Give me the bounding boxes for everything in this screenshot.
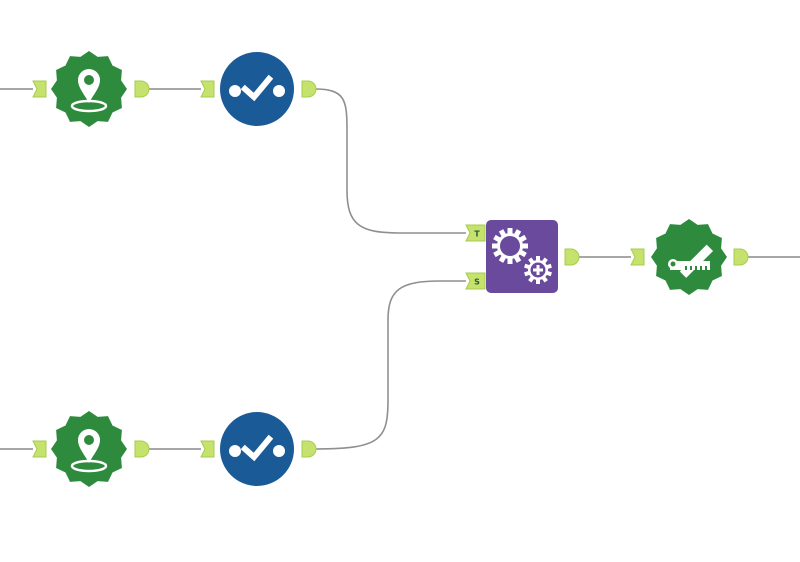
input-anchor[interactable]: [630, 248, 645, 266]
input-anchor[interactable]: [32, 440, 47, 458]
macro-input-t-label: T: [474, 230, 480, 239]
starburst-shape: [651, 219, 727, 295]
map-pin-icon: [70, 69, 108, 113]
output-anchor[interactable]: [301, 80, 317, 98]
output-anchor[interactable]: [564, 248, 580, 266]
spatial-tool-1[interactable]: [32, 51, 150, 127]
output-anchor[interactable]: [733, 248, 749, 266]
check-tool-1[interactable]: [200, 52, 317, 126]
output-anchor[interactable]: [301, 440, 317, 458]
checkmark-dots-icon: [229, 74, 285, 102]
gears-plus-icon: [492, 228, 552, 284]
input-anchor[interactable]: [200, 440, 215, 458]
spatial-tool-2[interactable]: [32, 411, 150, 487]
macro-input-s[interactable]: S: [465, 272, 486, 290]
connection-check-1-to-macro-t[interactable]: [314, 88, 466, 234]
macro-tool[interactable]: T S: [465, 220, 580, 293]
input-anchor[interactable]: [32, 80, 47, 98]
connections: [0, 88, 800, 450]
protractor-icon: [668, 244, 714, 278]
angle-tool[interactable]: [630, 219, 749, 295]
connection-check-2-to-macro-s[interactable]: [314, 280, 466, 450]
output-anchor[interactable]: [134, 440, 150, 458]
macro-input-t[interactable]: T: [465, 224, 486, 242]
check-tool-2[interactable]: [200, 412, 317, 486]
map-pin-icon: [70, 429, 108, 473]
input-anchor[interactable]: [200, 80, 215, 98]
checkmark-dots-icon: [229, 434, 285, 462]
output-anchor[interactable]: [134, 80, 150, 98]
macro-input-s-label: S: [474, 278, 480, 287]
